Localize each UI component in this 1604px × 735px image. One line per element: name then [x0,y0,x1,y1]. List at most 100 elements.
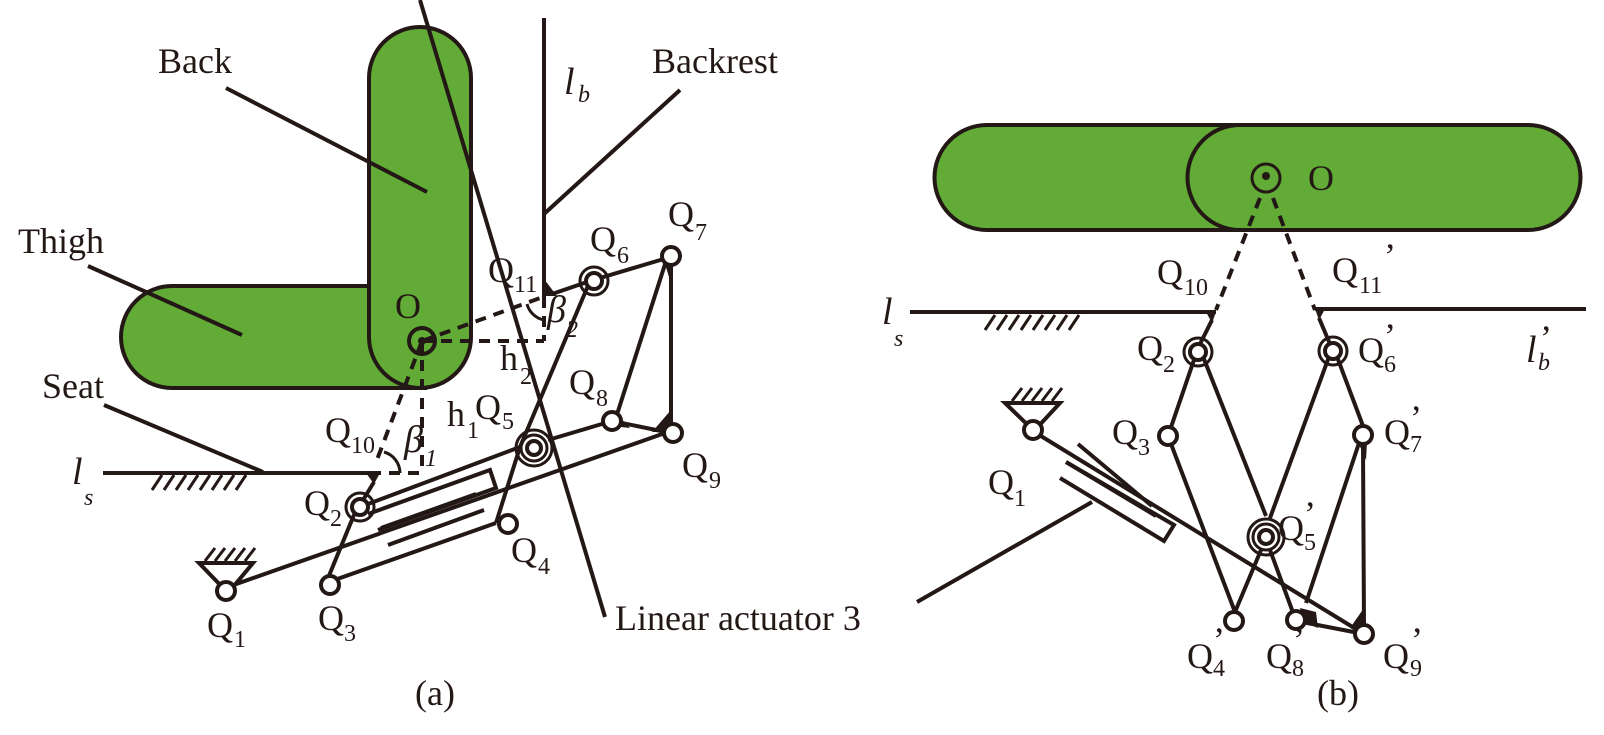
label-ls-b: l s [882,291,903,352]
joint-q2-b [1188,342,1208,362]
svg-text:2: 2 [330,506,342,532]
svg-text:1: 1 [234,627,246,653]
svg-text:11: 11 [1359,273,1382,299]
svg-text:2: 2 [520,364,532,390]
joint-q9-b [1353,623,1375,645]
label-q6-b: Q 6 ’ [1358,316,1396,378]
svg-text:’: ’ [1213,620,1225,660]
label-q5-b: Q 5 ’ [1278,494,1316,556]
label-q11-b: Q 11 ’ [1332,236,1396,299]
svg-text:Q: Q [318,598,344,638]
seat-leader [103,403,264,474]
dashed-o-to-q10 [373,340,424,466]
joint-q2-b-ring [1182,336,1214,368]
joint-q6-ring [578,265,610,297]
label-q5: Q 5 [475,387,514,435]
label-lb: l b [564,61,590,108]
label-q1-b: Q 1 [988,462,1026,512]
label-h2: h 2 [500,338,532,390]
svg-text:2: 2 [1163,352,1175,378]
beta2-arc [525,303,545,322]
dashed-o-to-q11 [421,296,541,343]
svg-text:Q: Q [590,219,616,259]
label-beta1: β 1 [403,419,437,472]
label-q11: Q 11 [488,250,537,298]
joint-q5-ring [519,433,549,463]
q8-gusset-b [1300,608,1318,628]
label-q4-b: Q 4 ’ [1187,620,1225,682]
label-q2-b: Q 2 [1137,328,1175,378]
svg-text:b: b [578,82,590,108]
link-q11-q6 [551,279,591,296]
svg-text:10: 10 [1184,275,1208,301]
joint-q5-ring-outer [514,428,554,468]
joint-q2-ring [344,491,376,523]
link-q6-q7-b [1334,353,1365,427]
linear-actuator-a [367,467,499,547]
svg-text:Q: Q [325,410,351,450]
q10-anchor-b [1206,312,1216,323]
svg-text:3: 3 [344,621,356,647]
origin-pin [418,337,426,345]
svg-text:l: l [1526,329,1537,371]
joint-q3 [319,574,341,596]
joint-q7-b [1352,424,1374,446]
svg-text:Q: Q [1358,330,1384,370]
label-backrest: Backrest [652,41,778,81]
svg-text:4: 4 [538,554,550,580]
joint-q5-b [1257,528,1275,546]
svg-text:b: b [1538,350,1550,376]
svg-text:Q: Q [1187,636,1213,676]
q11-anchor-b [1315,309,1325,320]
link-q1-q9 [224,431,666,590]
link-q11-q6-b [1317,317,1332,345]
svg-text:Q: Q [682,445,708,485]
origin-joint [407,326,437,356]
svg-text:5: 5 [1304,530,1316,556]
joint-q8 [601,410,623,432]
label-linear-actuator: Linear actuator 3 [615,598,861,638]
label-q6: Q 6 [590,219,629,269]
label-q3: Q 3 [318,598,356,647]
beta1-arc [383,450,402,474]
svg-text:1: 1 [1014,486,1026,512]
svg-text:8: 8 [1292,656,1304,682]
label-q4: Q 4 [511,530,550,580]
back-leader [225,86,428,194]
svg-text:β: β [546,289,566,331]
link-q3-q4-b [1166,435,1237,613]
svg-text:2: 2 [566,317,578,343]
svg-text:Q: Q [207,605,233,645]
svg-text:’: ’ [1540,318,1552,358]
svg-text:Q: Q [1266,636,1292,676]
svg-text:Q: Q [475,387,501,427]
svg-text:Q: Q [1278,508,1304,548]
label-q3-b: Q 3 [1112,412,1150,461]
svg-text:’: ’ [1384,236,1396,276]
svg-text:11: 11 [514,272,537,298]
label-origin-a: O [395,286,421,326]
svg-text:Q: Q [304,483,330,523]
label-origin-b: O [1308,158,1334,198]
label-q10: Q 10 [325,410,375,459]
svg-text:h: h [447,394,465,434]
label-ls-a: l s [72,451,93,511]
svg-text:1: 1 [425,446,437,472]
origin-pin-b [1262,172,1270,180]
link-q7-q8 [610,257,669,431]
svg-text:9: 9 [709,468,721,494]
svg-text:Q: Q [1332,250,1358,290]
joint-q3-b [1157,425,1179,447]
joint-q2 [350,497,370,517]
joint-q9 [662,422,684,444]
joint-q6-b [1323,341,1343,361]
svg-text:’: ’ [1410,398,1422,438]
svg-text:9: 9 [1410,656,1422,682]
linear-actuator-leader [418,0,607,618]
label-q1: Q 1 [207,605,246,653]
ground-hatch-b [983,314,1081,331]
back-segment [367,25,473,390]
link-q2-q3-b [1166,353,1198,437]
svg-text:Q: Q [1112,412,1138,452]
